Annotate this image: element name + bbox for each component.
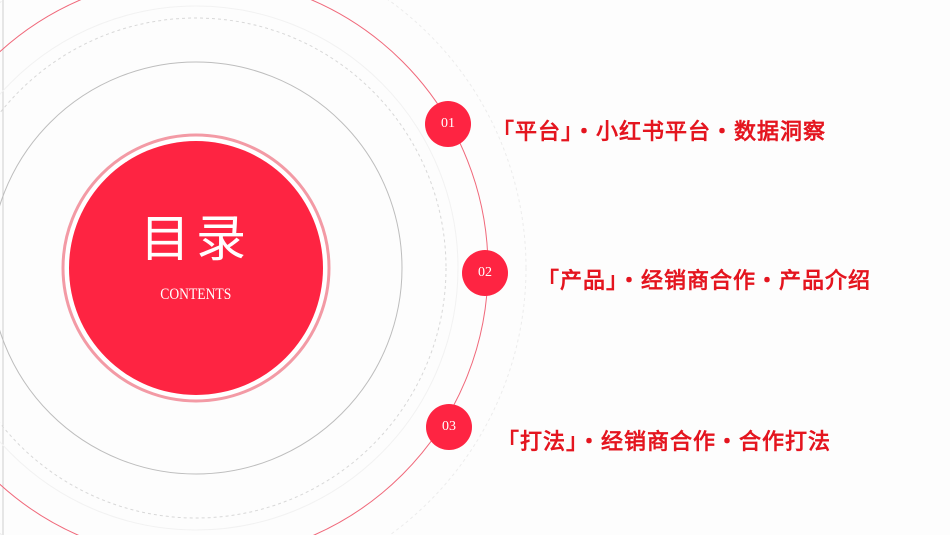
hub-title: 目录 (140, 210, 252, 268)
hub-subtitle: CONTENTS (160, 286, 232, 303)
item-01-number-badge: 01 (425, 101, 471, 147)
item-03-number-badge: 03 (426, 404, 472, 450)
item-03-title[interactable]: 「打法」・经销商合作・合作打法 (497, 430, 832, 455)
item-02-number-badge: 02 (462, 250, 508, 296)
item-02-title[interactable]: 「产品」・经销商合作・产品介绍 (537, 269, 872, 294)
item-01-title[interactable]: 「平台」・小红书平台・数据洞察 (492, 120, 827, 145)
contents-hub: 目录 CONTENTS (69, 141, 323, 395)
